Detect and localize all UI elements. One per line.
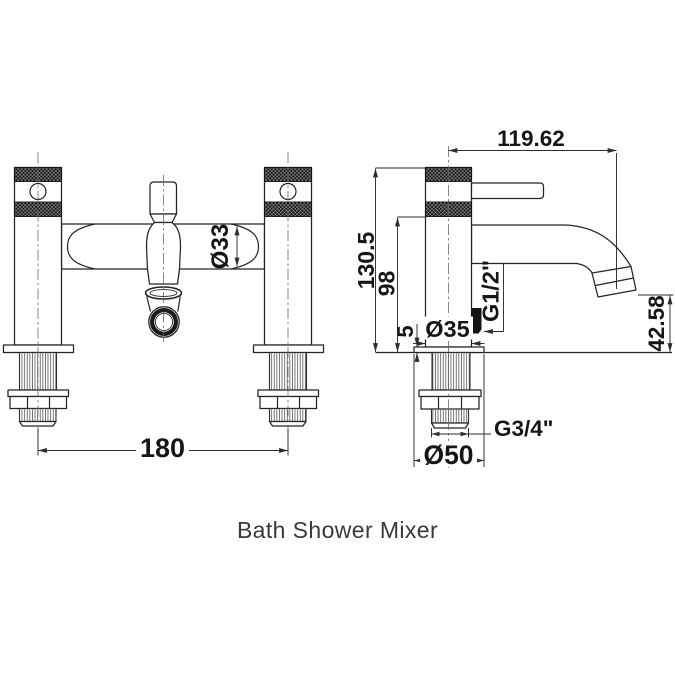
pillar-distance-label: 180 — [140, 433, 185, 463]
dim-body-diameter-side: Ø35 — [413, 316, 485, 346]
front-view: 180 Ø33 — [2, 152, 325, 463]
base-height-label: 5 — [393, 325, 418, 337]
base-diameter-label: Ø50 — [423, 440, 473, 470]
lever-handle — [470, 182, 545, 200]
dim-base-diameter: Ø50 — [413, 354, 485, 470]
side-base — [413, 346, 485, 429]
body-diameter-front-label: Ø33 — [207, 224, 234, 269]
dim-body-height: 98 — [374, 216, 426, 352]
side-view: 119.62 130.5 98 5 Ø35 — [353, 126, 674, 470]
base-flange — [413, 346, 485, 354]
dim-pillar-distance: 180 — [37, 428, 289, 463]
backnut — [420, 395, 480, 410]
shower-hose-thread-label: G1/2" — [478, 260, 504, 322]
dim-spout-reach: 119.62 — [448, 126, 617, 289]
body-diameter-side-label: Ø35 — [425, 316, 469, 342]
dim-overall-height: 130.5 — [353, 167, 426, 352]
spout-clearance-label: 42.58 — [644, 295, 669, 351]
shower-hose-connector — [471, 308, 482, 334]
drawing-caption: Bath Shower Mixer — [236, 517, 439, 543]
spout — [470, 224, 637, 298]
base-flange — [2, 344, 75, 354]
overall-height-label: 130.5 — [353, 232, 379, 290]
washer — [418, 389, 482, 398]
dim-shower-hose-thread: G1/2" — [478, 260, 504, 334]
dim-inlet-thread: G3/4" — [431, 416, 553, 441]
spout-reach-label: 119.62 — [497, 126, 565, 151]
front-left-pillar — [2, 166, 75, 427]
inlet-tail — [430, 408, 470, 424]
body-height-label: 98 — [374, 271, 400, 297]
front-right-pillar — [252, 166, 325, 427]
dim-spout-clearance: 42.58 — [638, 294, 674, 352]
threaded-shank — [431, 351, 471, 391]
inlet-thread-label: G3/4" — [494, 416, 553, 441]
base-flange — [252, 344, 325, 354]
dim-body-diameter-front: Ø33 — [207, 224, 240, 269]
